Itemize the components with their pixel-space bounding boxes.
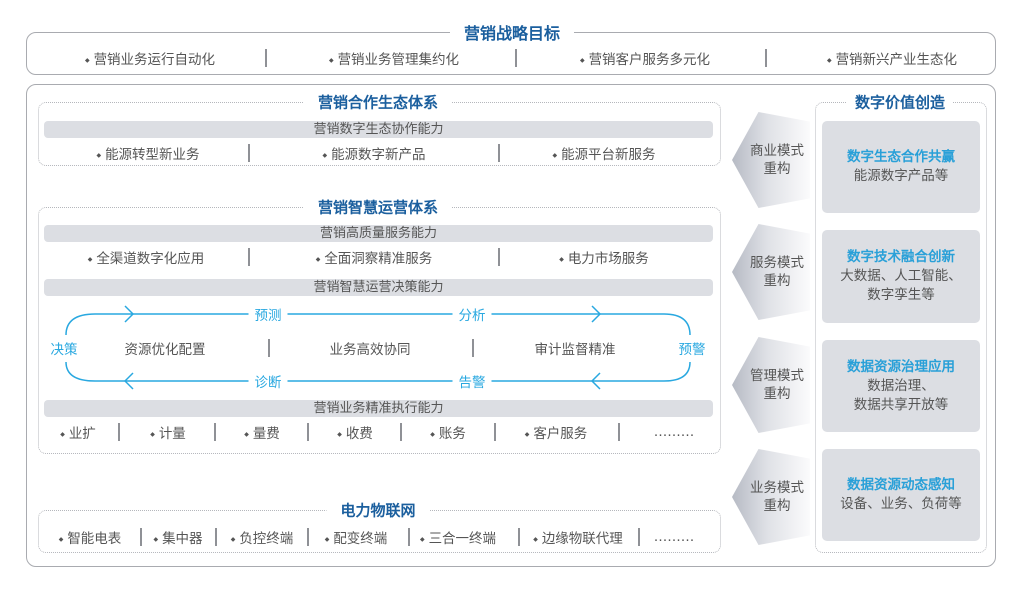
execution-item: 账务 (430, 422, 466, 442)
value-card: 数字生态合作共赢能源数字产品等 (822, 121, 980, 213)
arrow-label-line: 重构 (763, 498, 791, 514)
separator (214, 423, 216, 441)
arrow-label-line: 服务模式 (750, 255, 804, 271)
iot-item: 边缘物联代理 (533, 527, 623, 547)
loop-label-diagnosis: 诊断 (248, 371, 288, 391)
loop-bottom-line (65, 361, 664, 382)
separator (215, 528, 217, 546)
execution-item: 计量 (150, 422, 186, 442)
service-item: 电力市场服务 (559, 247, 649, 267)
strategy-item: 营销新兴产业生态化 (827, 48, 958, 68)
value-card-heading: 数字技术融合创新 (847, 249, 955, 265)
service-item: 全渠道数字化应用 (88, 247, 204, 267)
value-card: 数据资源动态感知设备、业务、负荷等 (822, 449, 980, 541)
value-card: 数据资源治理应用数据治理、数据共享开放等 (822, 340, 980, 432)
model-reconstruction-label: 商业模式重构 (740, 142, 814, 178)
model-reconstruction-label: 管理模式重构 (740, 367, 814, 403)
separator (118, 423, 120, 441)
execution-item: ……… (653, 424, 695, 440)
model-reconstruction-label: 服务模式重构 (740, 254, 814, 290)
strategy-item: 营销客户服务多元化 (580, 48, 711, 68)
iot-item: 负控终端 (231, 527, 293, 547)
iot-item: 集中器 (153, 527, 203, 547)
separator (248, 248, 250, 266)
separator (498, 248, 500, 266)
value-card-description: 数据治理、 (867, 377, 935, 394)
loop-label-forecast: 预测 (248, 304, 288, 324)
arrow-label-line: 商业模式 (750, 143, 804, 159)
arrow-right-icon (591, 305, 602, 323)
loop-label-analysis: 分析 (452, 304, 492, 324)
cooperation-item: 能源转型新业务 (96, 143, 200, 163)
loop-label-decision: 决策 (50, 338, 78, 358)
decision-capability-bar: 营销智慧运营决策能力 (44, 279, 713, 296)
arrow-label-line: 管理模式 (750, 368, 804, 384)
separator (307, 423, 309, 441)
cooperation-capability-bar: 营销数字生态协作能力 (44, 121, 713, 138)
separator (140, 528, 142, 546)
model-reconstruction-label: 业务模式重构 (740, 479, 814, 515)
cooperation-title: 营销合作生态体系 (303, 91, 453, 113)
value-card-heading: 数字生态合作共赢 (847, 149, 955, 165)
iot-title: 电力物联网 (326, 499, 430, 521)
arrow-label-line: 重构 (763, 273, 791, 289)
separator (472, 339, 474, 357)
loop-center-item: 资源优化配置 (124, 342, 206, 358)
value-card-description: 数字孪生等 (867, 287, 935, 303)
service-capability-bar: 营销高质量服务能力 (44, 225, 713, 242)
execution-item: 业扩 (60, 422, 96, 442)
iot-item: 配变终端 (325, 527, 387, 547)
separator (268, 339, 270, 357)
separator (307, 528, 309, 546)
separator (618, 423, 620, 441)
iot-item: ……… (653, 529, 695, 545)
separator (265, 49, 267, 67)
separator (498, 144, 500, 162)
strategy-title: 营销战略目标 (449, 20, 575, 44)
cooperation-item: 能源平台新服务 (552, 143, 656, 163)
separator (518, 528, 520, 546)
strategy-item: 营销业务管理集约化 (329, 48, 460, 68)
operations-title: 营销智慧运营体系 (303, 196, 453, 218)
arrow-label-line: 重构 (763, 386, 791, 402)
service-item: 全面洞察精准服务 (316, 247, 432, 267)
iot-item: 智能电表 (59, 527, 121, 547)
separator (248, 144, 250, 162)
loop-top-line (95, 313, 691, 336)
loop-center-item: 业务高效协同 (329, 342, 411, 358)
separator (515, 49, 517, 67)
separator (765, 49, 767, 67)
value-card: 数字技术融合创新大数据、人工智能、数字孪生等 (822, 230, 980, 323)
separator (400, 423, 402, 441)
value-card-description: 能源数字产品等 (853, 168, 949, 184)
execution-item: 量费 (244, 422, 280, 442)
value-card-heading: 数据资源动态感知 (847, 477, 955, 493)
separator (638, 528, 640, 546)
loop-left-curve (65, 313, 96, 336)
value-title: 数字价值创造 (846, 91, 954, 113)
iot-item: 三合一终端 (420, 527, 497, 547)
value-card-description: 数据共享开放等 (853, 396, 949, 413)
separator (408, 528, 410, 546)
execution-item: 收费 (337, 422, 373, 442)
separator (494, 423, 496, 441)
execution-capability-bar: 营销业务精准执行能力 (44, 400, 713, 417)
arrow-label-line: 业务模式 (750, 480, 804, 496)
value-card-description: 大数据、人工智能、 (840, 268, 962, 284)
loop-center-item: 审计监督精准 (534, 342, 616, 358)
arrow-left-icon (590, 372, 601, 390)
loop-right-curve (663, 361, 691, 382)
loop-label-warning: 预警 (678, 338, 706, 358)
main-frame (26, 84, 996, 567)
execution-item: 客户服务 (525, 422, 587, 442)
value-card-description: 设备、业务、负荷等 (840, 496, 962, 512)
cooperation-item: 能源数字新产品 (322, 143, 426, 163)
arrow-right-icon (124, 305, 135, 323)
arrow-label-line: 重构 (763, 161, 791, 177)
value-card-heading: 数据资源治理应用 (847, 358, 955, 375)
arrow-left-icon (123, 372, 134, 390)
loop-label-alert: 告警 (452, 371, 492, 391)
strategy-item: 营销业务运行自动化 (85, 48, 216, 68)
